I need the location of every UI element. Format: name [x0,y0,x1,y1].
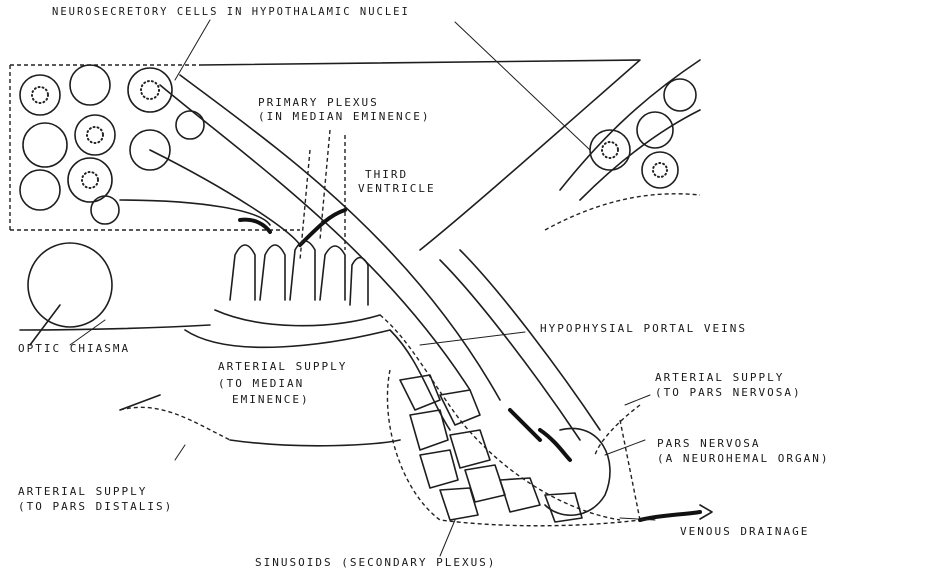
label-sinusoids: SINUSOIDS (SECONDARY PLEXUS) [255,556,496,569]
label-third-ventricle-1: THIRD [365,168,408,181]
label-venous-drainage: VENOUS DRAINAGE [680,525,809,538]
label-hypophysial-portal-veins: HYPOPHYSIAL PORTAL VEINS [540,322,747,335]
label-pars-nervosa-2: (A NEUROHEMAL ORGAN) [657,452,829,465]
axon-tracts [120,75,500,400]
label-arterial-distalis-1: ARTERIAL SUPPLY [18,485,147,498]
neuron-cluster-left [10,65,300,230]
label-arterial-median-1: ARTERIAL SUPPLY [218,360,347,373]
arterial-supply-nervosa-vessel [595,405,640,455]
label-primary-plexus-2: (IN MEDIAN EMINENCE) [258,110,430,123]
label-arterial-median-3: EMINENCE) [232,393,310,406]
primary-plexus-loops [230,130,368,305]
label-arterial-nervosa-1: ARTERIAL SUPPLY [655,371,784,384]
label-arterial-distalis-2: (TO PARS DISTALIS) [18,500,173,513]
label-neurosecretory-cells: NEUROSECRETORY CELLS IN HYPOTHALAMIC NUC… [52,6,410,18]
neuron-cluster-right [545,60,700,230]
label-pars-nervosa-1: PARS NERVOSA [657,437,760,450]
label-primary-plexus-1: PRIMARY PLEXUS [258,96,379,109]
optic-chiasma-shape [28,243,112,327]
arterial-supply-distalis-vessel [120,407,230,440]
label-arterial-median-2: (TO MEDIAN [218,377,304,390]
label-optic-chiasma: OPTIC CHIASMA [18,342,130,355]
sinusoids-network [387,370,640,526]
label-arterial-nervosa-2: (TO PARS NERVOSA) [655,386,802,399]
label-third-ventricle-2: VENTRICLE [358,182,436,195]
